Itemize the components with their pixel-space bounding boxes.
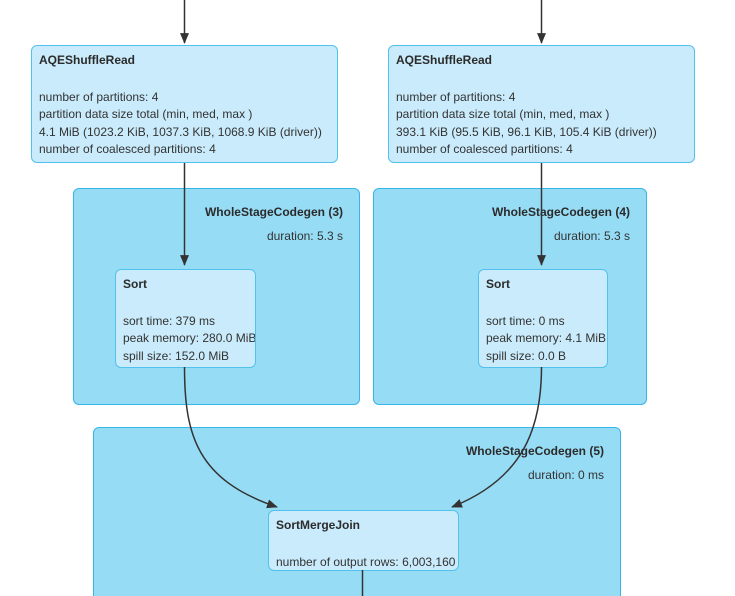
node-sort-left[interactable]: Sort sort time: 379 ms peak memory: 280.… [115, 269, 256, 368]
node-metric-line: number of partitions: 4 [396, 89, 516, 104]
node-title: Sort [123, 277, 147, 291]
node-sort-right[interactable]: Sort sort time: 0 ms peak memory: 4.1 Mi… [478, 269, 608, 368]
node-title: SortMergeJoin [276, 518, 361, 532]
node-metric-line: sort time: 379 ms [123, 313, 216, 328]
node-metric-line: sort time: 0 ms [486, 313, 565, 328]
node-metric-line: number of output rows: 6,003,160 [276, 554, 456, 569]
node-title: Sort [486, 277, 510, 291]
node-metric-line: number of partitions: 4 [39, 89, 159, 104]
cluster-wholestagecodegen-3[interactable]: WholeStageCodegen (3) duration: 5.3 s So… [73, 188, 360, 405]
cluster-duration: duration: 0 ms [527, 468, 604, 482]
cluster-title: WholeStageCodegen (4) [491, 205, 630, 219]
node-metric-line: number of coalesced partitions: 4 [39, 142, 216, 156]
cluster-title: WholeStageCodegen (5) [465, 444, 604, 458]
cluster-duration: duration: 5.3 s [266, 229, 343, 243]
node-title: AQEShuffleRead [396, 53, 493, 67]
node-metric-line: partition data size total (min, med, max… [39, 107, 253, 121]
node-metric-line: 393.1 KiB (95.5 KiB, 96.1 KiB, 105.4 KiB… [396, 124, 657, 139]
node-metric-line: number of coalesced partitions: 4 [396, 142, 573, 156]
node-title: AQEShuffleRead [39, 53, 136, 67]
cluster-wholestagecodegen-4[interactable]: WholeStageCodegen (4) duration: 5.3 s So… [373, 188, 647, 405]
cluster-duration: duration: 5.3 s [553, 229, 630, 243]
node-metric-line: spill size: 152.0 MiB [123, 348, 230, 363]
node-metric-line: peak memory: 280.0 MiB [123, 331, 256, 345]
node-sortmergejoin[interactable]: SortMergeJoin number of output rows: 6,0… [268, 510, 459, 571]
node-metric-line: peak memory: 4.1 MiB [486, 331, 607, 345]
node-metric-line: partition data size total (min, med, max… [396, 107, 610, 121]
node-metric-line: spill size: 0.0 B [486, 348, 567, 363]
node-aqeshuffleread-right[interactable]: AQEShuffleRead number of partitions: 4 p… [388, 45, 695, 163]
node-aqeshuffleread-left[interactable]: AQEShuffleRead number of partitions: 4 p… [31, 45, 338, 163]
cluster-title: WholeStageCodegen (3) [204, 205, 343, 219]
node-metric-line: 4.1 MiB (1023.2 KiB, 1037.3 KiB, 1068.9 … [39, 124, 322, 139]
cluster-wholestagecodegen-5[interactable]: WholeStageCodegen (5) duration: 0 ms Sor… [93, 427, 621, 596]
